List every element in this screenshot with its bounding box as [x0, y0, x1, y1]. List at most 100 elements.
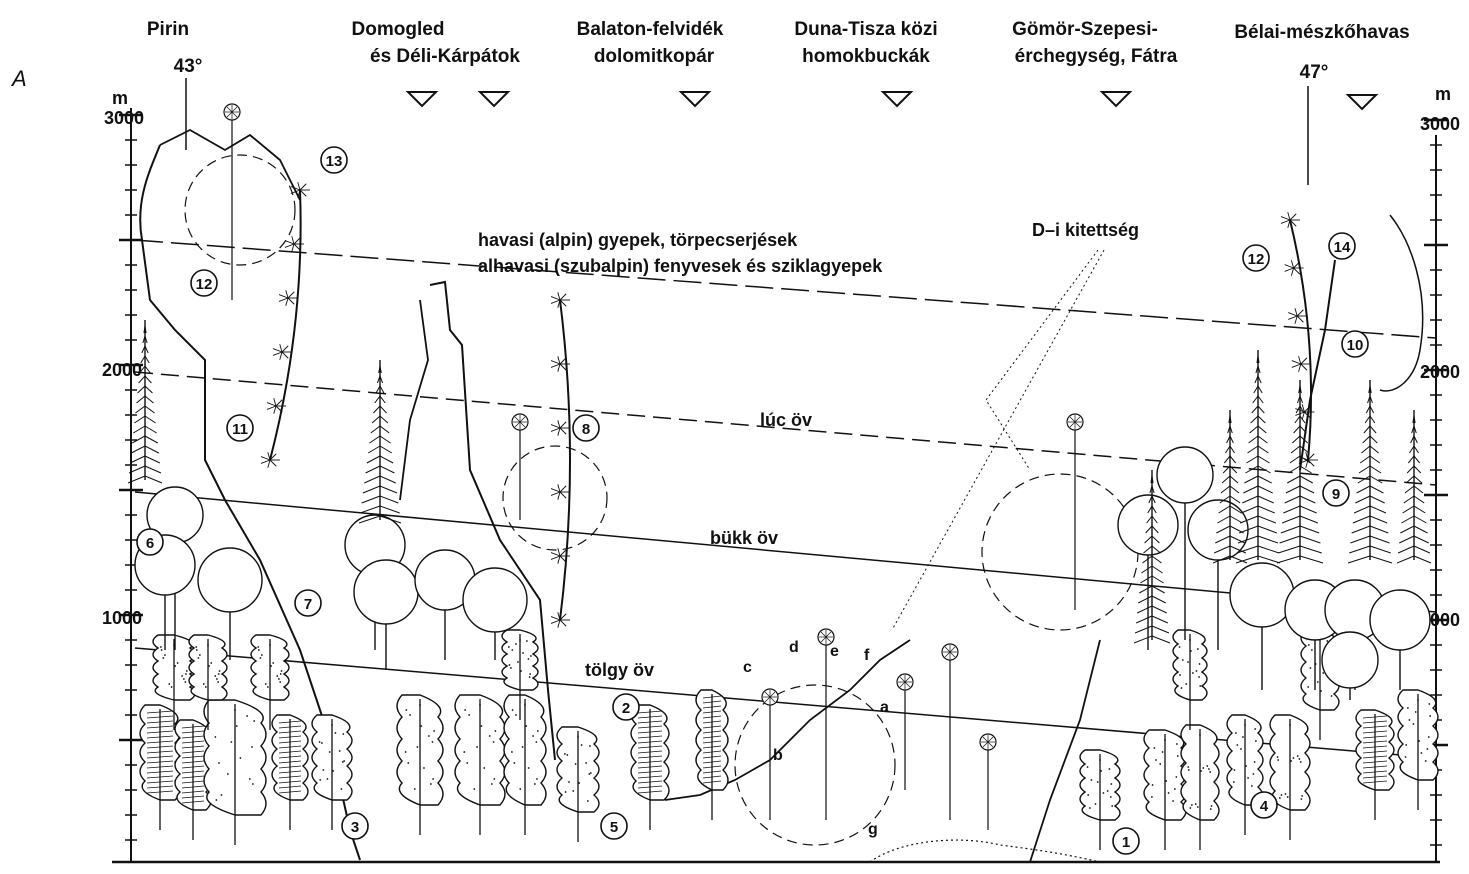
- letter-g: g: [868, 821, 878, 838]
- oak-leaf-dot: [270, 665, 272, 667]
- oak-leaf-dot: [1097, 781, 1099, 783]
- beech-tree-icon: [1370, 590, 1430, 690]
- oak-leaf-dot: [249, 778, 251, 780]
- spruce-branch: [145, 406, 155, 413]
- pine-needles: [1297, 316, 1303, 322]
- oak-leaf-dot: [207, 644, 209, 646]
- oak-leaf-dot: [1413, 723, 1415, 725]
- spruce-branch: [134, 416, 145, 423]
- beech-crown: [1230, 563, 1294, 627]
- spruce-branch: [1242, 496, 1258, 503]
- axis-left-unit: m: [112, 88, 128, 108]
- oak-leaf-dot: [1326, 640, 1328, 642]
- spruce-branch: [1370, 486, 1383, 493]
- panel-label: A: [10, 66, 27, 91]
- letter-f: f: [864, 647, 870, 664]
- oak-leaf-dot: [511, 751, 513, 753]
- oak-leaf-dot: [246, 715, 248, 717]
- spruce-branch: [1370, 496, 1385, 503]
- species-marker: 12: [191, 270, 217, 296]
- oak-leaf-icon: [1144, 730, 1186, 850]
- species-number: 14: [1334, 239, 1351, 256]
- oak-leaf-dot: [493, 741, 495, 743]
- oak-leaf-dot: [1188, 769, 1190, 771]
- spruce-branch: [1363, 436, 1370, 443]
- oak-leaf-dot: [1197, 648, 1199, 650]
- spruce-branch: [1258, 506, 1275, 513]
- triangle-icon: [1348, 95, 1376, 109]
- oak-leaf-dot: [590, 772, 592, 774]
- spruce-branch: [1407, 466, 1414, 473]
- pine-needles: [551, 492, 560, 495]
- oak-leaf-dot: [208, 665, 210, 667]
- spruce-branch: [1414, 546, 1430, 553]
- oak-leaf-dot: [260, 657, 262, 659]
- exposure-label: D–i kitettség: [1032, 220, 1139, 240]
- oak-leaf-dot: [494, 730, 496, 732]
- oak-leaf-dot: [1240, 748, 1242, 750]
- beech-tree-icon: [1118, 495, 1178, 650]
- oak-leaf-dot: [279, 681, 281, 683]
- cushion-plant: [1380, 215, 1423, 391]
- spruce-branch: [1414, 466, 1421, 473]
- oak-leaf-dot: [257, 646, 259, 648]
- oak-leaf-dot: [587, 800, 589, 802]
- pine-needles: [560, 364, 566, 370]
- oak-leaf-dot: [1277, 759, 1279, 761]
- oak-leaf-dot: [276, 675, 278, 677]
- spruce-branch: [1258, 526, 1277, 533]
- spruce-branch: [1258, 446, 1268, 453]
- pine-needles: [261, 460, 270, 463]
- triangle-icon: [883, 92, 911, 106]
- oak-leaf-dot: [510, 667, 512, 669]
- oak-leaf-dot: [160, 646, 162, 648]
- oak-leaf-dot: [251, 746, 253, 748]
- oak-leaf-dot: [1206, 765, 1208, 767]
- spruce-branch: [1300, 446, 1309, 453]
- species-number: 1: [1122, 834, 1130, 851]
- spruce-branch: [1241, 506, 1258, 513]
- spruce-branch: [1249, 436, 1258, 443]
- flower-icon: [897, 674, 913, 790]
- oak-leaf-dot: [405, 709, 407, 711]
- zone-label-subalpine: alhavasi (szubalpin) fenyvesek és szikla…: [478, 256, 883, 276]
- spruce-branch: [1348, 556, 1370, 563]
- spruce-branch: [1414, 506, 1425, 513]
- oak-leaf-dot: [405, 751, 407, 753]
- oak-leaf-dot: [210, 662, 212, 664]
- pine-needles: [560, 492, 566, 498]
- oak-leaf-dot: [564, 753, 566, 755]
- pine-needles: [551, 364, 560, 367]
- spruce-branch: [1414, 556, 1431, 563]
- oak-leaf-dot: [335, 732, 337, 734]
- spruce-branch: [145, 466, 161, 473]
- oak-leaf-dot: [519, 788, 521, 790]
- oak-leaf-dot: [1087, 794, 1089, 796]
- oak-leaf-dot: [1426, 748, 1428, 750]
- oak-leaf-dot: [329, 751, 331, 753]
- region-pirin: Pirin: [147, 19, 189, 40]
- zone-label-oak: tölgy öv: [585, 660, 654, 680]
- oak-leaf-dot: [489, 735, 491, 737]
- triangle-markers: [408, 92, 1376, 109]
- spruce-branch: [1142, 556, 1152, 563]
- species-number: 8: [582, 421, 590, 438]
- oak-leaf-dot: [218, 762, 220, 764]
- oak-leaf-dot: [272, 662, 274, 664]
- spruce-branch: [1258, 426, 1266, 433]
- oak-leaf-dot: [1209, 771, 1211, 773]
- pine-needles: [551, 428, 560, 431]
- spruce-branch: [1287, 476, 1300, 483]
- oak-leaf-dot: [265, 683, 267, 685]
- oak-leaf-dot: [281, 670, 283, 672]
- spruce-branch: [1258, 536, 1278, 543]
- oak-leaf-dot: [433, 730, 435, 732]
- oak-leaf-icon: [1356, 710, 1394, 820]
- oak-leaf-dot: [1421, 752, 1423, 754]
- inset-circle: [185, 155, 295, 265]
- pine-needles: [288, 298, 294, 304]
- oak-leaf-dot: [414, 788, 416, 790]
- spruce-branch: [1136, 616, 1152, 623]
- region-gomor-line1: Gömör-Szepesi-: [1012, 19, 1158, 40]
